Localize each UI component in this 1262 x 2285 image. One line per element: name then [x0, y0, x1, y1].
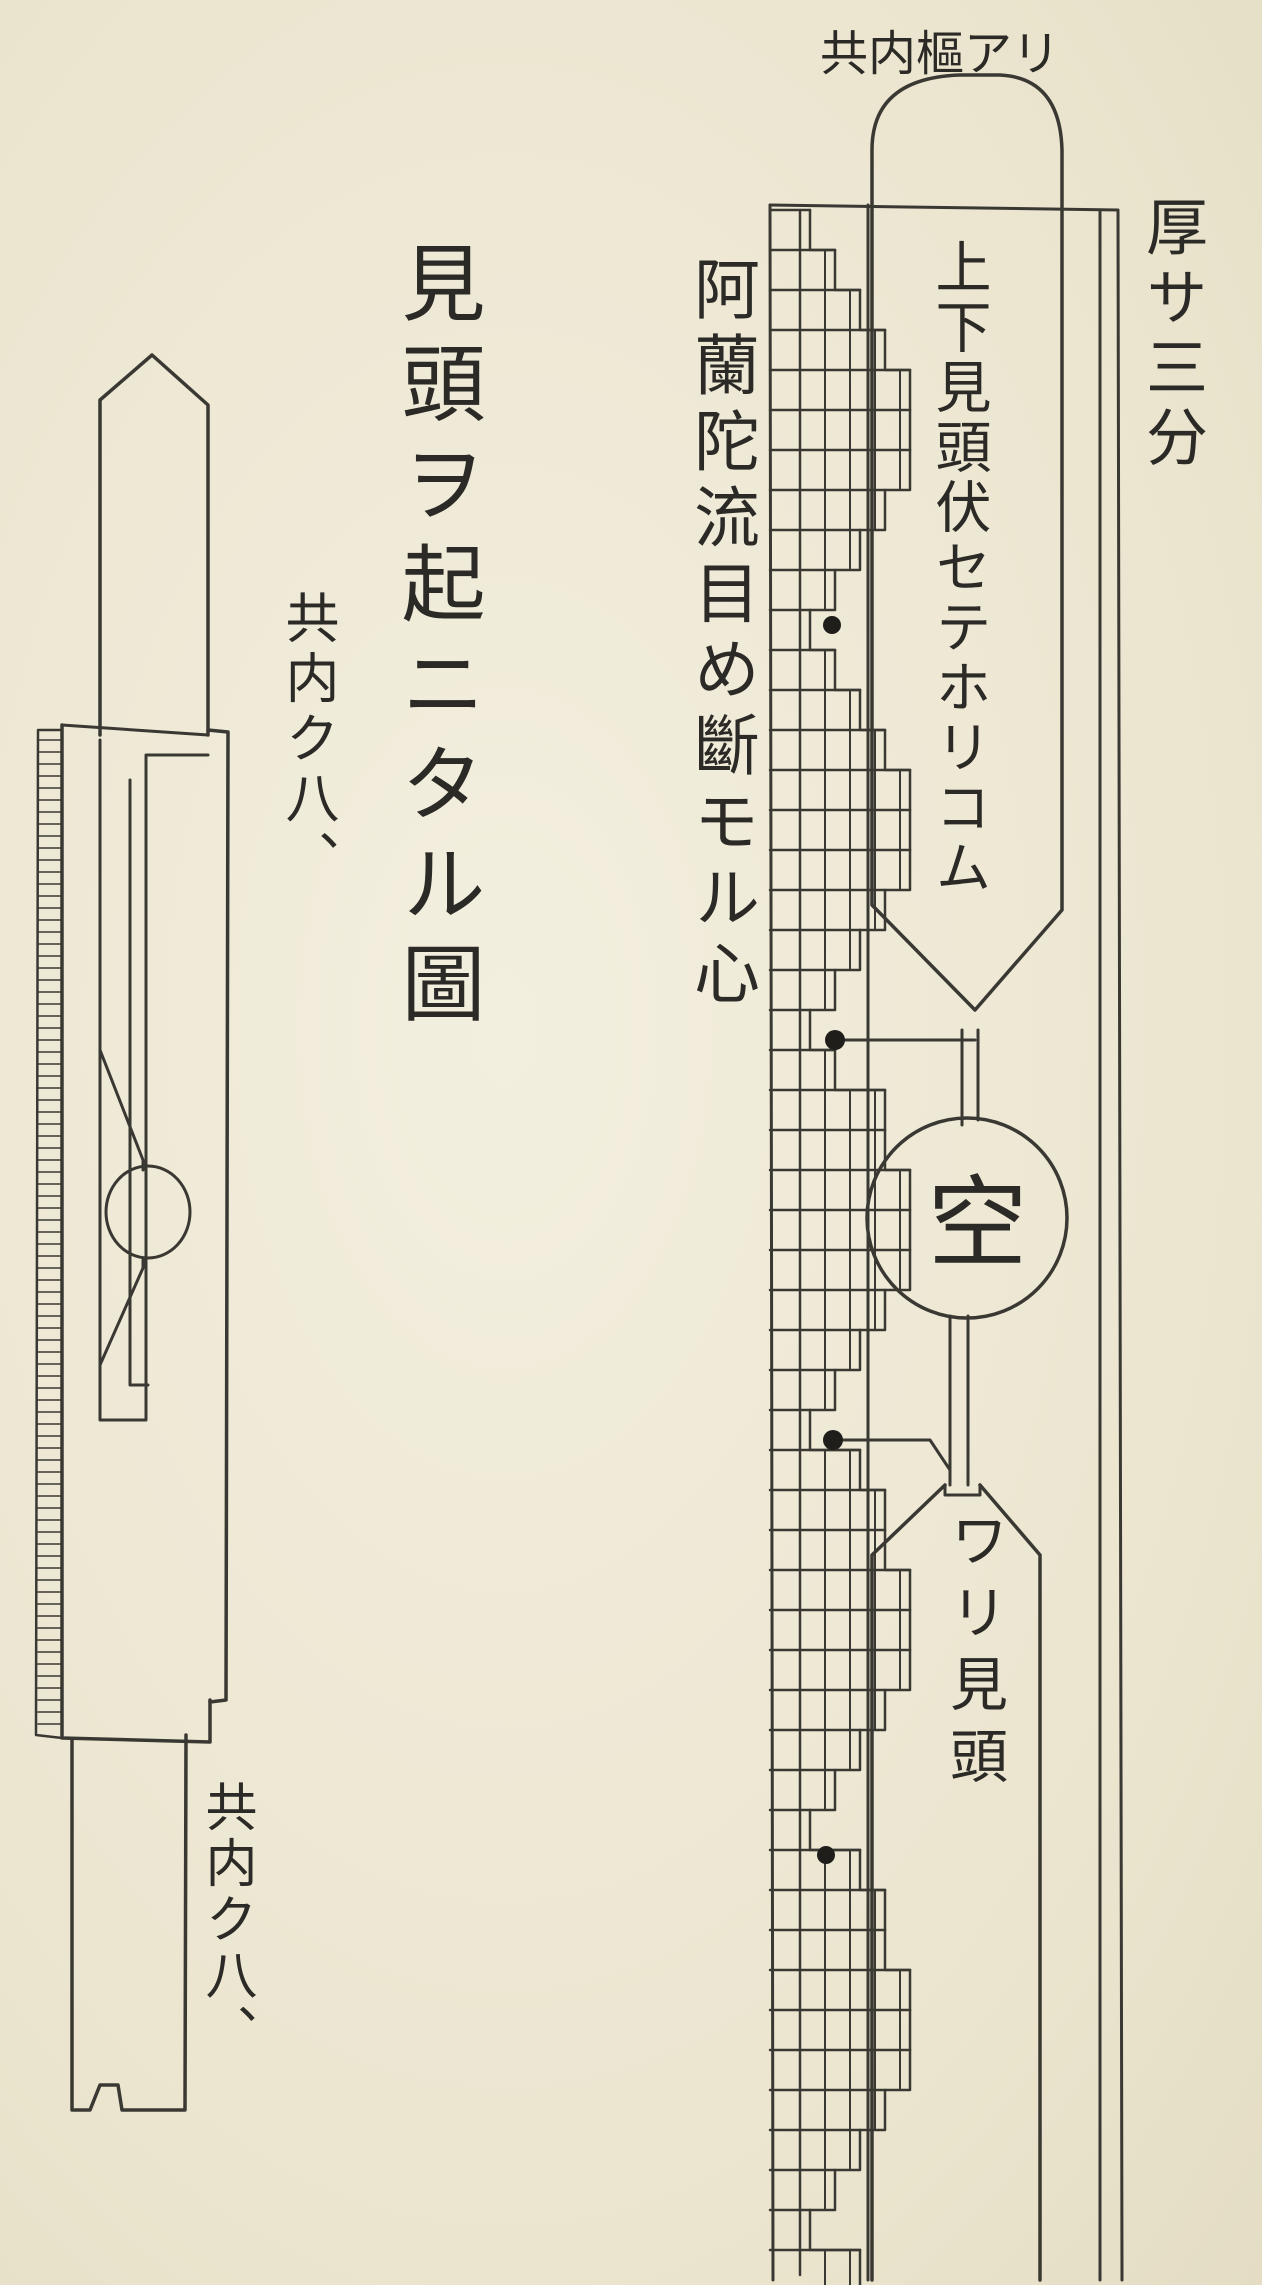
void-label: 空	[910, 1170, 1027, 1270]
left-note-upper: 共内ク八、	[276, 590, 339, 890]
upper-head-label: 上下見頭伏セテホリコム	[926, 238, 991, 898]
lattice-step	[833, 1328, 862, 1372]
lattice-step	[883, 728, 912, 772]
lattice-step	[883, 448, 912, 492]
lower-head-shape	[870, 1483, 1042, 2282]
upper-head-shape	[870, 73, 1064, 1012]
lattice-step	[808, 1808, 862, 1852]
scale-strip	[34, 728, 64, 1740]
lattice-label: 阿蘭陀流目め斷モル心	[683, 255, 760, 1015]
scale-ticks	[37, 739, 63, 1725]
bead-circle	[104, 1164, 192, 1260]
lattice-step	[808, 2208, 862, 2252]
lattice-step	[883, 328, 912, 372]
inner-slot	[98, 738, 210, 1422]
lattice-step	[833, 1728, 862, 1772]
lattice-grid	[768, 208, 912, 2285]
left-note-lower: 共内ク八、	[196, 1780, 256, 2060]
lattice-step	[808, 2168, 837, 2212]
lattice-step	[833, 528, 862, 572]
dot-4	[817, 1846, 835, 1864]
lattice-step	[883, 2048, 912, 2092]
lattice-step	[883, 1248, 912, 1292]
left-figure	[34, 353, 230, 2112]
lattice-step	[808, 1768, 837, 1812]
dot-3	[823, 1430, 843, 1450]
lattice-step	[808, 1368, 837, 1412]
shaft-top	[98, 353, 210, 737]
thickness-label: 厚サ三分	[1135, 195, 1208, 475]
hourglass-lower	[98, 1256, 145, 1367]
lattice-step	[833, 648, 862, 692]
outer-frame-left	[768, 203, 775, 2282]
dot-1	[823, 616, 841, 634]
lower-head-label: ワリ見頭	[940, 1510, 1008, 1798]
lattice-step	[833, 248, 862, 292]
hourglass-upper	[98, 1048, 145, 1172]
lattice-step	[883, 848, 912, 892]
lattice-step	[858, 1448, 887, 1492]
connector-2	[833, 1438, 952, 1472]
casing-left	[60, 723, 212, 1744]
lattice-step	[883, 1928, 912, 1972]
lattice-step	[858, 1288, 887, 1332]
outer-frame	[768, 203, 1124, 2282]
right-figure	[768, 73, 1124, 2285]
figure-title: 見頭ヲ起ニタル圖	[388, 240, 486, 1040]
shaft-bottom	[70, 1733, 188, 2112]
lattice-step	[808, 968, 837, 1012]
dot-2	[825, 1030, 845, 1050]
lattice-step	[833, 1048, 887, 1092]
lower-head-notch	[943, 1483, 982, 1497]
lattice-step	[833, 928, 862, 972]
casing-right	[206, 728, 230, 1704]
lattice-step	[883, 1648, 912, 1692]
lattice-step	[883, 1128, 912, 1172]
top-label: 共内樞アリ	[820, 26, 1061, 82]
casing-top	[60, 723, 210, 737]
lattice-step	[808, 568, 837, 612]
inner-slot-thin	[128, 778, 150, 1387]
lattice-step	[833, 2128, 862, 2172]
lattice-step	[808, 208, 837, 252]
lattice-step	[883, 1528, 912, 1572]
